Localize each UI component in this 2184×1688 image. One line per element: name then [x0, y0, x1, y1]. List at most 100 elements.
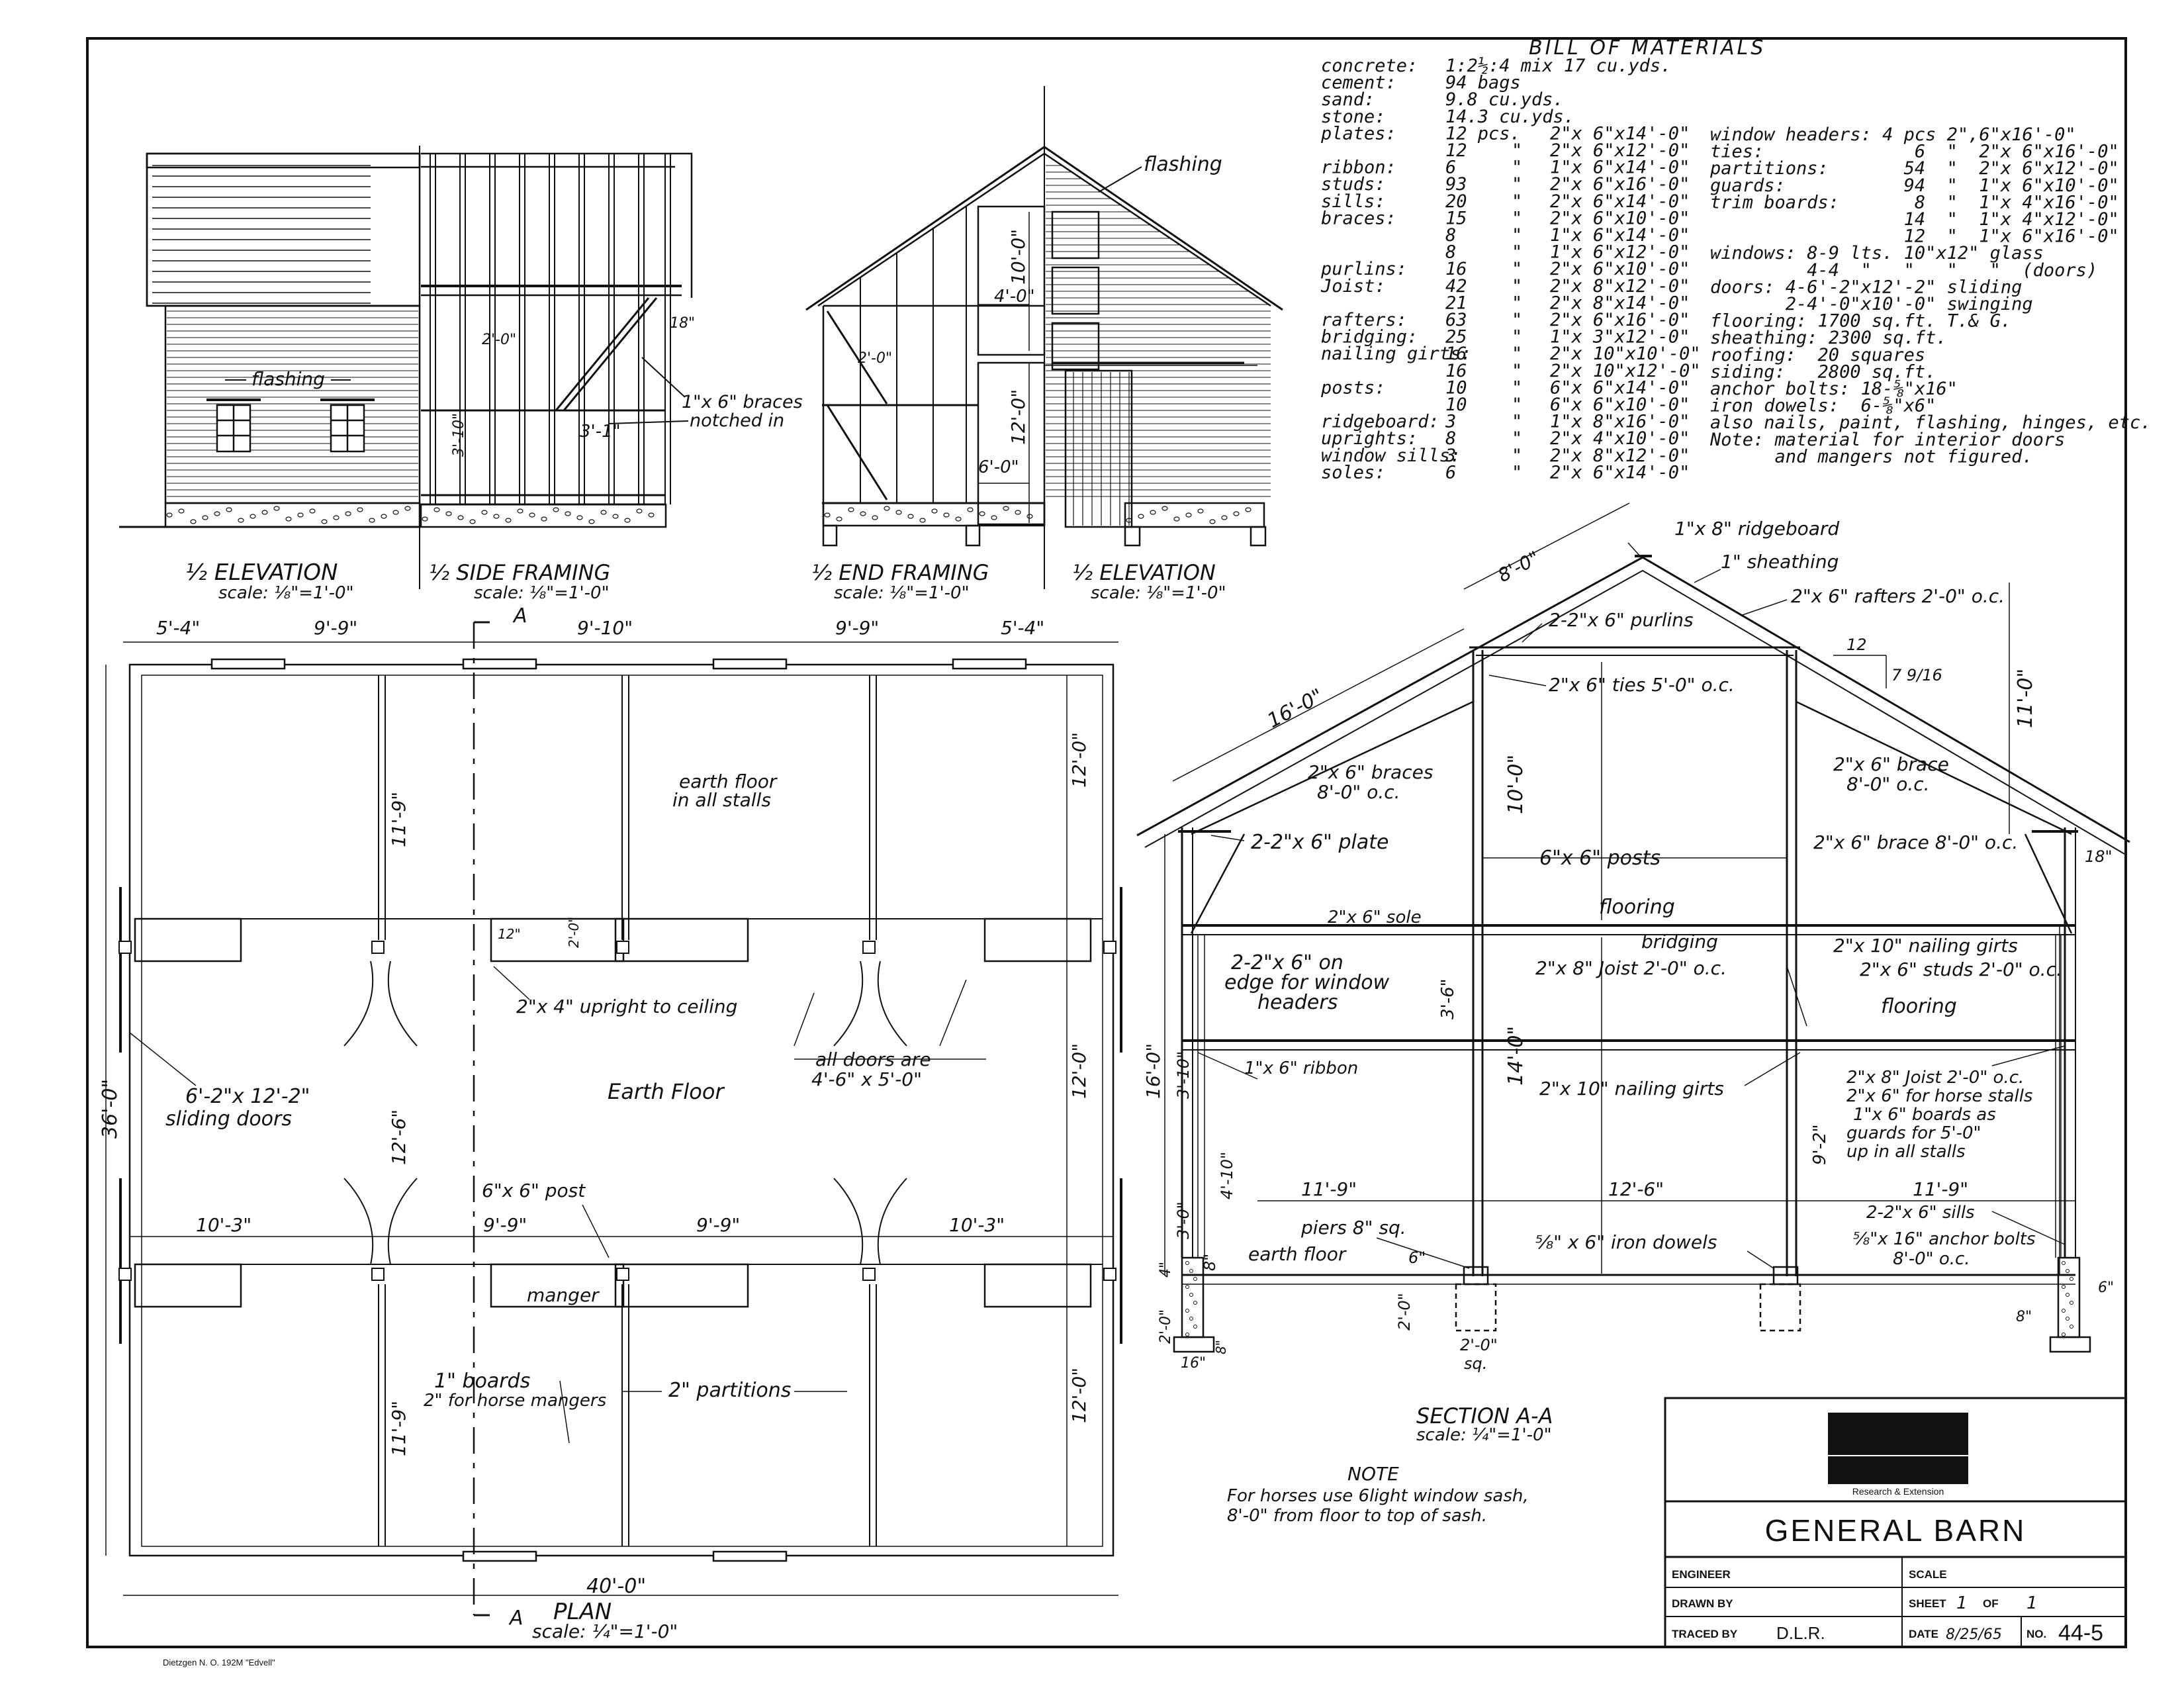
post-mark [616, 941, 629, 954]
of-label: OF [1983, 1597, 1999, 1610]
upright-note: 2"x 4" upright to ceiling [516, 996, 737, 1017]
bom-left-qty: 63 [1445, 310, 1467, 330]
plan-dim-2-0-small: 2'-0" [566, 917, 582, 948]
bill-of-materials: BILL OF MATERIALS concrete:1:2½:4 mix 17… [1320, 36, 2151, 483]
bom-right-row: doors: 4-6'-2"x12'-2" sliding [1710, 277, 2022, 297]
bom-left-label: rafters: [1321, 310, 1407, 330]
bom-left-qty: 10 [1445, 377, 1467, 398]
brace-right-1: 2"x 6" brace [1833, 753, 1949, 775]
plan-top-dim: 5'-4" [156, 617, 200, 639]
sec-dim-8-small: 8" [1213, 1340, 1229, 1354]
bom-left-qty: 14.3 cu.yds. [1445, 107, 1574, 127]
bom-right-row: 4-4 " " " " (doors) [1710, 260, 2097, 281]
bom-left-qty: 21 [1445, 293, 1467, 313]
sec-dim-6-right: 6" [2098, 1280, 2114, 1296]
section-scale: scale: ¼"=1'-0" [1416, 1425, 1552, 1445]
bom-right-row: Note: material for interior doors [1709, 430, 2065, 450]
side-dim-18: 18" [670, 315, 695, 332]
plan-mid-dim: 10'-3" [196, 1214, 251, 1236]
bom-left-label: stone: [1321, 107, 1386, 127]
bom-left-label: soles: [1321, 462, 1386, 483]
flooring-lower: flooring [1881, 995, 1957, 1018]
plan-dim-11-9-bottom: 11'-9" [388, 1401, 410, 1456]
post-mark [371, 941, 385, 954]
post-mark [1103, 1268, 1116, 1281]
bom-left-qty: 3 [1445, 412, 1456, 432]
elev2-scale: scale: ⅛"=1'-0" [1091, 583, 1226, 603]
svg-text:Research & Extension: Research & Extension [1852, 1486, 1944, 1497]
section-wall-studs [1197, 935, 2062, 1258]
plan-top-dimensions: 5'-4"9'-9"9'-10"9'-9"5'-4" [156, 617, 1044, 639]
lsu-agcenter-logo: LSU AgCenter Research & Extension [1828, 1413, 1968, 1497]
bom-left-size: 1"x 8"x16'-0" [1550, 412, 1690, 432]
bom-left-ditto: " [1512, 208, 1522, 228]
date-value: 8/25/65 [1946, 1626, 2002, 1643]
plan-mid-dim: 9'-9" [483, 1214, 527, 1236]
section-title: SECTION A-A [1416, 1403, 1553, 1429]
plan-right-dim: 12'-0" [1068, 1368, 1090, 1423]
bom-left-ditto: " [1512, 242, 1522, 263]
sec-dim-10-0: 10'-0" [1504, 755, 1527, 814]
plan-middle-dimensions: 10'-3"9'-9"9'-9"10'-3" [130, 1214, 1113, 1237]
bom-left-ditto: " [1512, 327, 1522, 348]
bom-left-size: 2"x 6"x14'-0" [1550, 462, 1690, 483]
sec-dim-11-9-r: 11'-9" [1913, 1178, 1968, 1200]
end-framing-title: ½ END FRAMING [811, 560, 989, 585]
plan-top-dim: 9'-9" [835, 617, 879, 639]
bom-left-qty: 16 [1445, 361, 1467, 381]
post-mark [118, 941, 132, 954]
plan-top-dim: 5'-4" [1001, 617, 1044, 639]
plan-mid-dim: 9'-9" [696, 1214, 740, 1236]
earth-floor-stalls-2: in all stalls [672, 789, 771, 811]
bom-left-label: uprights: [1321, 428, 1418, 449]
bom-left-qty: 15 [1445, 208, 1467, 228]
horse-stalls-2: 1"x 6" boards as [1853, 1105, 1996, 1125]
ridgeboard-label: 1"x 8" ridgeboard [1674, 518, 1839, 539]
bom-left-label: plates: [1320, 123, 1396, 144]
braces-note-2: notched in [690, 410, 784, 431]
sec-dim-8: 8" [1201, 1254, 1219, 1271]
bom-left-label: posts: [1320, 377, 1386, 398]
side-dim-3-1: 3'-1" [580, 422, 621, 442]
bom-left-label: cement: [1321, 73, 1396, 93]
horse-stalls-4: up in all stalls [1846, 1142, 1966, 1162]
elev1-scale: scale: ⅛"=1'-0" [218, 583, 354, 603]
boards-note-2: 2" for horse mangers [424, 1391, 606, 1411]
sec-dim-6: 6" [1408, 1248, 1426, 1267]
section-footing-hatch [1185, 1261, 2073, 1336]
plan-right-dimensions: 12'-0"12'-0"12'-0" [1068, 732, 1090, 1423]
bom-left-size: 1"x 6"x12'-0" [1550, 242, 1690, 263]
bom-right-row: guards: 94 " 1"x 6"x10'-0" [1710, 175, 2119, 196]
end-dim-10-0: 10'-0" [1007, 229, 1029, 285]
bom-left-size: 2"x 8"x14'-0" [1550, 293, 1690, 313]
post-mark [1103, 941, 1116, 954]
section-drawing [1136, 502, 2130, 1353]
bom-left-label: Joist: [1320, 276, 1386, 297]
sec-earth-floor: earth floor [1248, 1243, 1347, 1265]
headers-2: edge for window [1224, 971, 1390, 994]
side-framing-drawing [419, 146, 693, 589]
pitch-run: 12 [1846, 635, 1867, 654]
bom-left-qty: 6 [1445, 462, 1456, 483]
sec-dim-18: 18" [2085, 847, 2113, 866]
floor-plan-drawing [105, 621, 1122, 1617]
bom-left-label: sills: [1321, 191, 1386, 212]
horse-stalls-1: 2"x 6" for horse stalls [1846, 1086, 2032, 1106]
plan-posts [118, 941, 1116, 1281]
plan-dim-12-small: 12" [498, 926, 521, 942]
bom-left-qty: 9.8 cu.yds. [1445, 89, 1564, 110]
bom-left-ditto: " [1512, 377, 1522, 398]
bom-right-row: partitions: 54 " 2"x 6"x12'-0" [1709, 158, 2119, 179]
sec-dim-3-10: 3'-10" [1174, 1051, 1193, 1099]
traced-by-value: D.L.R. [1776, 1623, 1825, 1643]
svg-text:LSU: LSU [1858, 1414, 1938, 1458]
bom-right-row: siding: 2800 sq.ft. [1710, 361, 1936, 382]
sec-dim-11-9: 11'-9" [1301, 1178, 1357, 1200]
braces-note-1: 1"x 6" braces [682, 392, 803, 412]
date-label: DATE [1909, 1628, 1938, 1640]
bom-left-column: concrete:1:2½:4 mix 17 cu.yds.cement:94 … [1320, 56, 1701, 483]
drawing-title: GENERAL BARN [1765, 1513, 2026, 1548]
bom-right-row: window headers: 4 pcs 2",6"x16'-0" [1710, 124, 2076, 145]
doors-note-2: 4'-6" x 5'-0" [811, 1068, 922, 1090]
plan-overall-depth: 36'-0" [99, 1079, 122, 1139]
